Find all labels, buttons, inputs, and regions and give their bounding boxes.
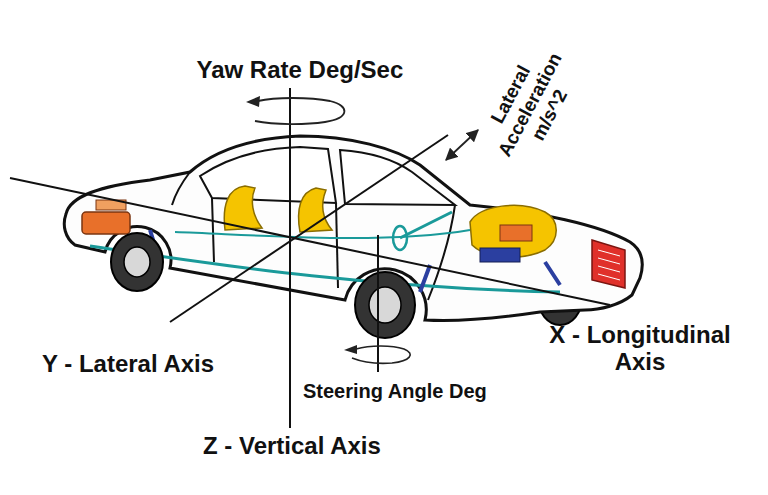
wheel-hub [369, 287, 401, 323]
yaw-rate-label: Yaw Rate Deg/Sec [197, 56, 404, 84]
steering-wheel [393, 226, 407, 250]
y-axis [170, 135, 448, 322]
fuel-tank [82, 212, 130, 234]
radiator-fins [598, 250, 620, 280]
wheel [111, 233, 163, 291]
steering-axis [377, 235, 379, 372]
rotation-arrow [352, 346, 410, 363]
engine-part [500, 225, 532, 241]
suspension [150, 230, 560, 292]
axis-label: X - Longitudinal Axis [533, 321, 748, 376]
transmission [480, 248, 520, 262]
rotation-arrow [255, 98, 344, 124]
wheel-hub [124, 247, 150, 277]
z-axis [289, 88, 291, 428]
frame-line [175, 230, 470, 238]
steering-label: Steering Angle Deg [303, 380, 487, 403]
double-arrow [446, 130, 478, 160]
arrow-head [246, 96, 260, 107]
acceleration-label: Lateral Acceleration m/s^2 [471, 33, 589, 177]
rear-pillar [172, 172, 190, 205]
axis-label: Z - Vertical Axis [203, 432, 381, 460]
door-line [336, 203, 338, 288]
x-axis [10, 178, 610, 305]
wheel [355, 272, 415, 338]
arrow-head [344, 345, 357, 354]
axis-label: Y - Lateral Axis [42, 350, 214, 378]
radiator [592, 240, 625, 288]
rear-seat [224, 186, 262, 230]
door-line [212, 198, 214, 262]
